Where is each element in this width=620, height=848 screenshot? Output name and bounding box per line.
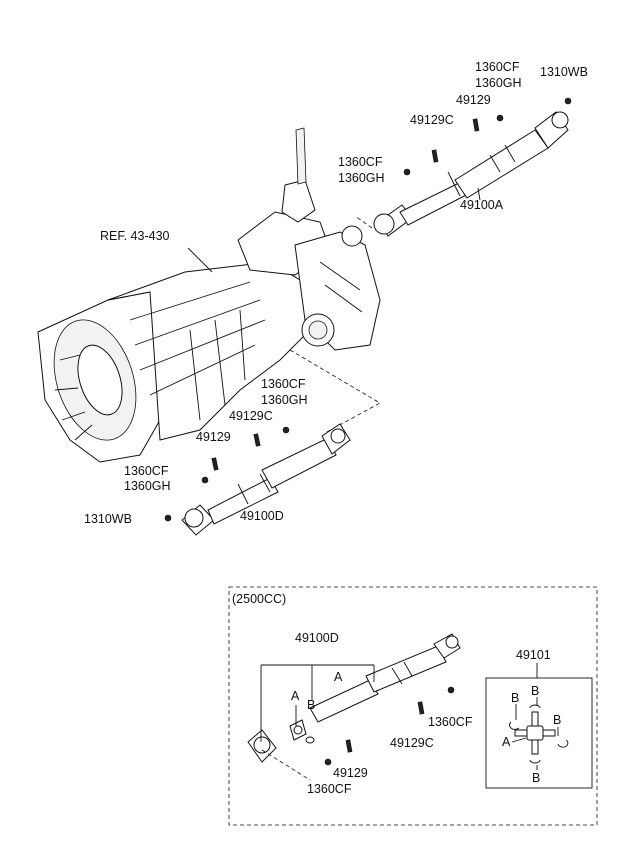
inset-label-a-1: A <box>334 670 343 684</box>
inset-frame <box>228 586 598 826</box>
inset-label-1360cf: 1360CF <box>428 715 473 729</box>
bottom-label-49129: 49129 <box>196 430 231 444</box>
ujoint-snap-rings <box>509 704 569 764</box>
transmission-assembly <box>37 127 381 463</box>
inset-title: (2500CC) <box>232 592 286 606</box>
inset-label-49129: 49129 <box>333 766 368 780</box>
inset-shaft <box>247 633 461 763</box>
top-label-1310wb: 1310WB <box>540 65 588 79</box>
inset-shaft-part-number: 49100D <box>295 631 339 645</box>
bottom-label-1360gh-left: 1360GH <box>124 479 171 493</box>
bottom-hardware <box>164 426 290 522</box>
top-label-1360gh: 1360GH <box>475 76 522 90</box>
inset-label-1360cf-bottom: 1360CF <box>307 782 352 796</box>
bottom-label-1360cf: 1360CF <box>261 377 306 391</box>
propeller-shaft-bottom <box>181 423 351 536</box>
ujoint-label-a: A <box>502 735 511 749</box>
top-hardware <box>403 97 572 176</box>
top-label-49129: 49129 <box>456 93 491 107</box>
top-shaft-part-number: 49100A <box>460 198 504 212</box>
propeller-shaft-top <box>373 111 569 237</box>
bottom-label-1360gh: 1360GH <box>261 393 308 407</box>
ujoint-cross <box>514 711 556 755</box>
bottom-label-1310wb: 1310WB <box>84 512 132 526</box>
ref-label: REF. 43-430 <box>100 229 170 243</box>
ujoint-label-b-bottom: B <box>532 771 540 785</box>
ujoint-label-b-right: B <box>553 713 561 727</box>
top-label-1360cf: 1360CF <box>475 60 520 74</box>
ujoint-frame <box>485 677 593 789</box>
bottom-shaft-part-number: 49100D <box>240 509 284 523</box>
ujoint-part-number: 49101 <box>516 648 551 662</box>
ujoint-label-b-top: B <box>531 684 539 698</box>
bottom-label-1360cf-left: 1360CF <box>124 464 169 478</box>
inset-hardware <box>324 686 455 766</box>
top-label-1360cf-left: 1360CF <box>338 155 383 169</box>
top-label-49129c: 49129C <box>410 113 454 127</box>
top-label-1360gh-left: 1360GH <box>338 171 385 185</box>
inset-label-49129c: 49129C <box>390 736 434 750</box>
ujoint-label-b-left: B <box>511 691 519 705</box>
bottom-label-49129c: 49129C <box>229 409 273 423</box>
inset-label-a-2: A <box>291 689 300 703</box>
inset-label-b: B <box>307 698 315 712</box>
